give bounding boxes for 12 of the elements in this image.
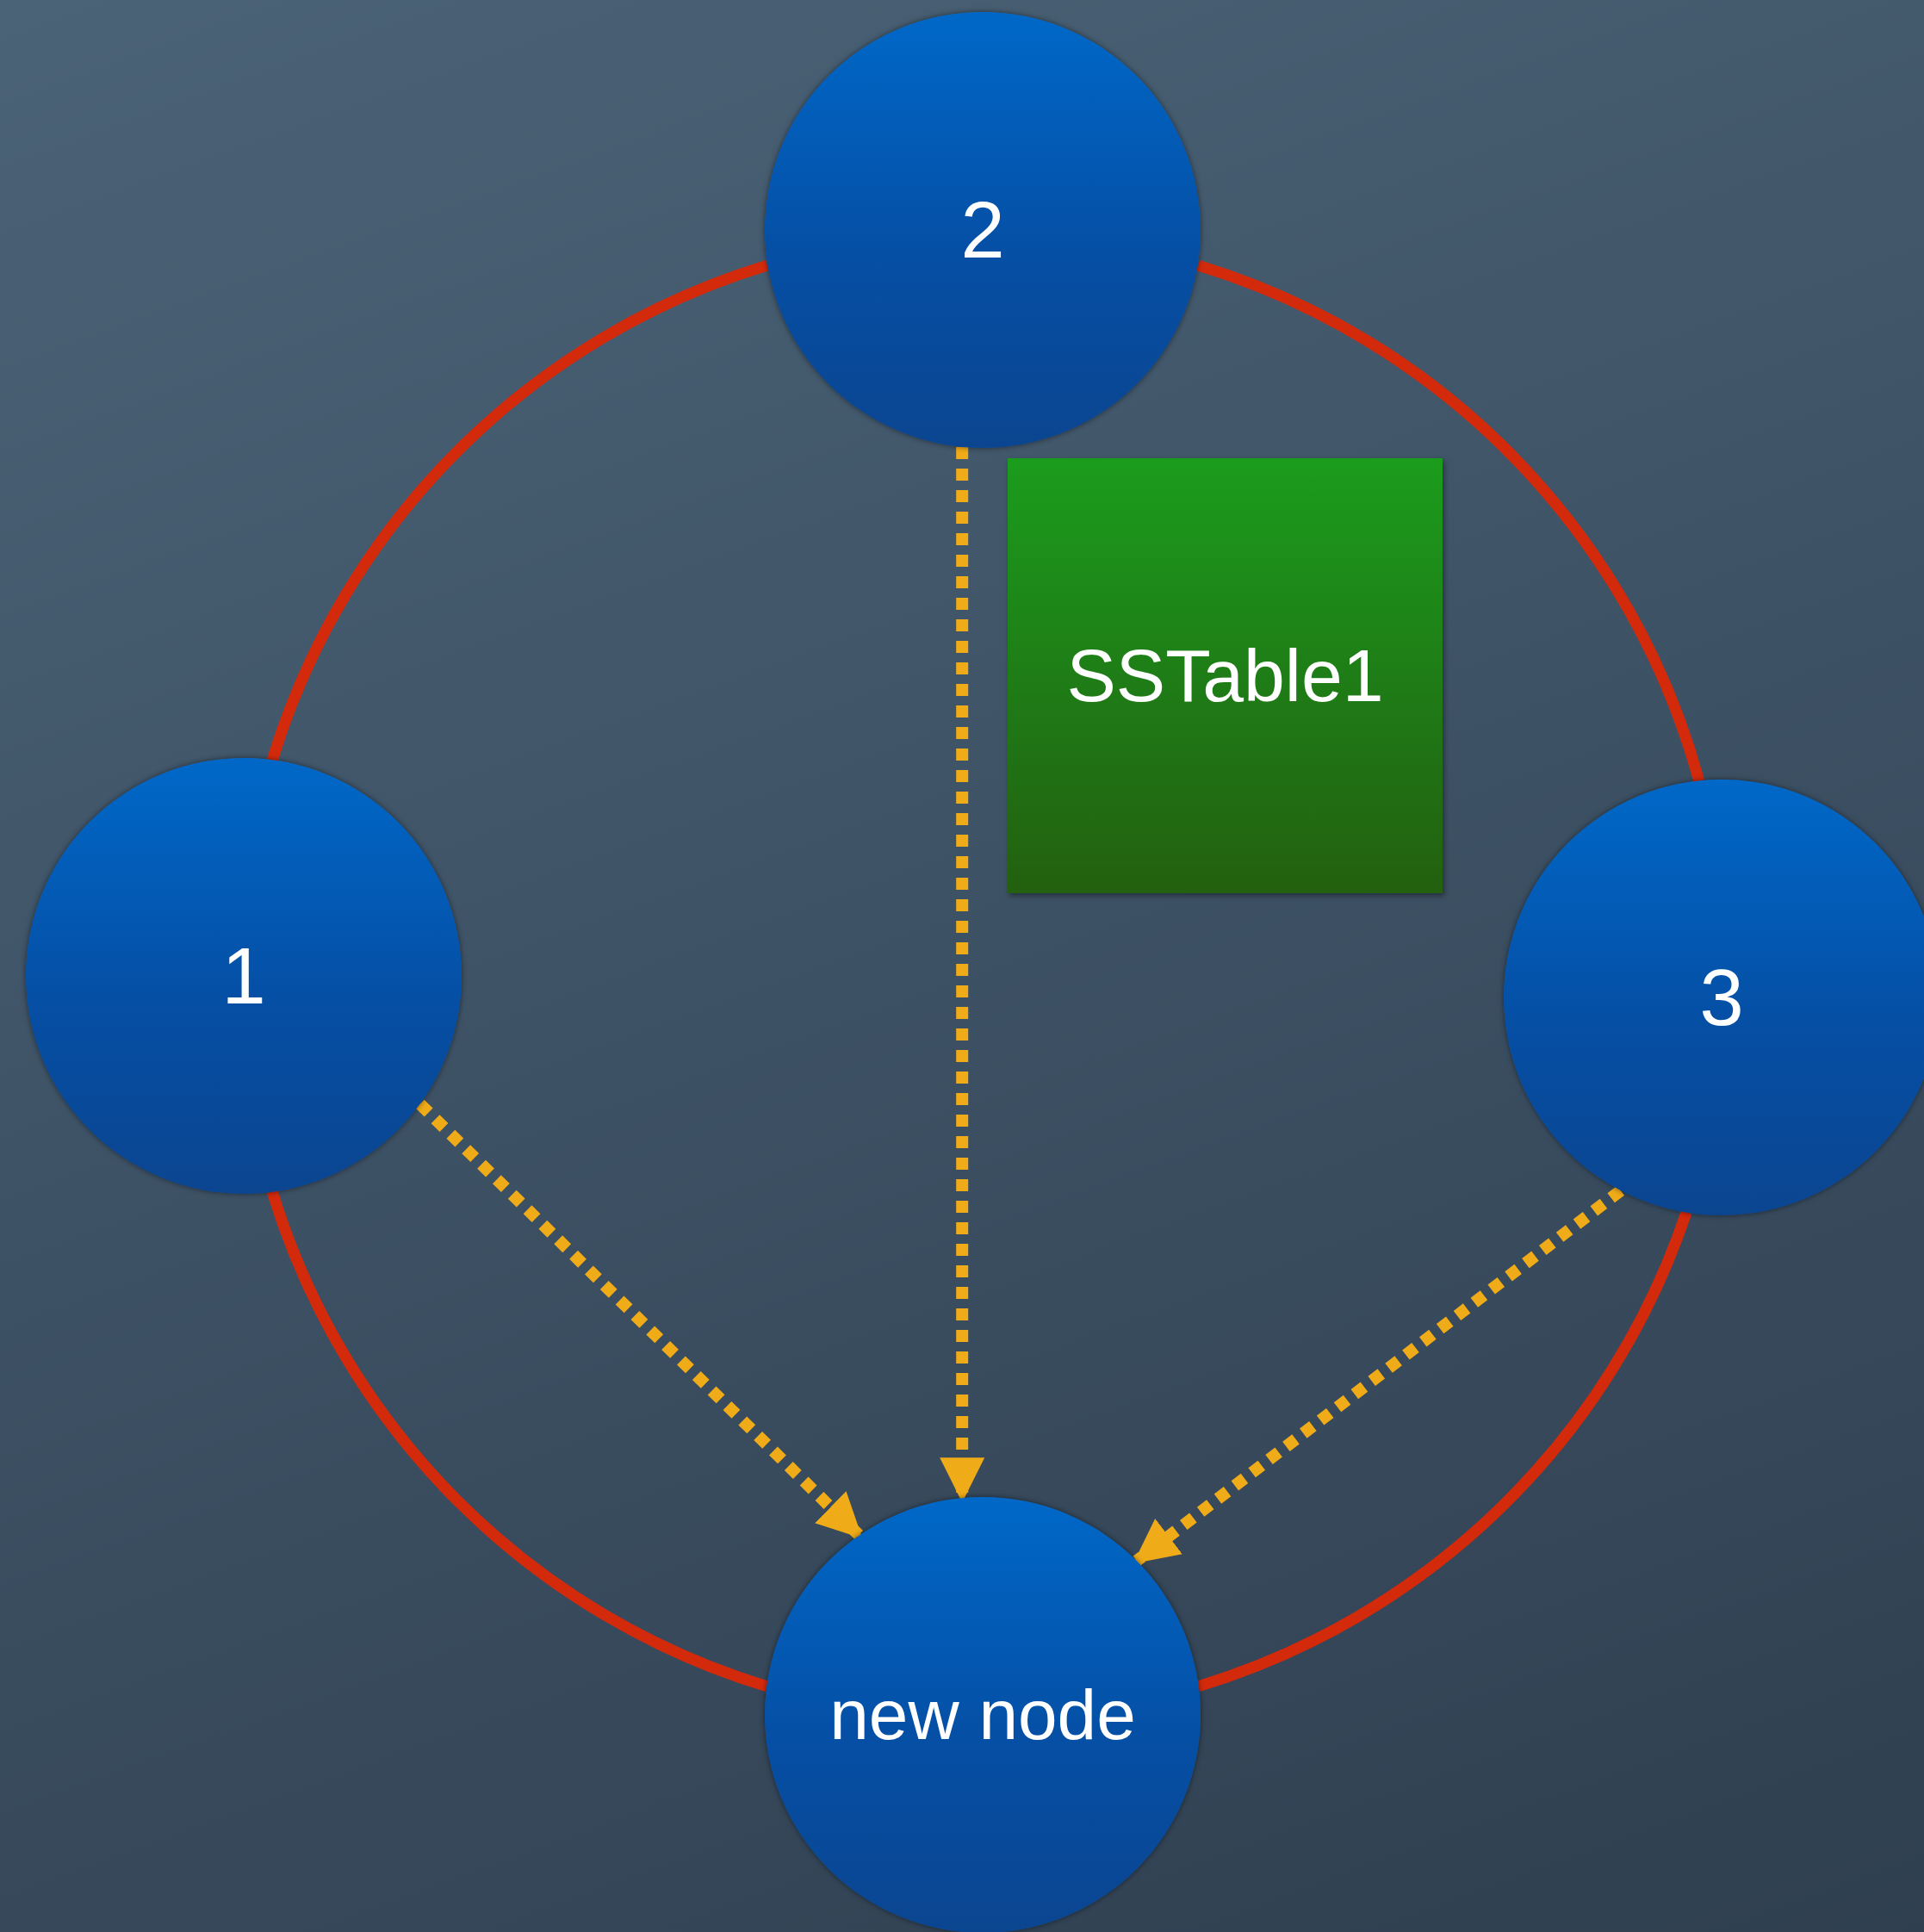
ring-arc (1196, 260, 1704, 783)
node-label: 2 (960, 184, 1005, 276)
node-label: new node (829, 1674, 1136, 1755)
ring-arc (267, 1190, 769, 1692)
node-label: 3 (1699, 952, 1744, 1043)
arrow (1133, 1185, 1625, 1566)
node-label: SSTable1 (1066, 633, 1384, 718)
node-label: 1 (221, 930, 266, 1022)
sstable-box (1008, 458, 1443, 893)
arrow (415, 1099, 864, 1540)
ring-arc (1196, 1209, 1692, 1692)
ring-arc (267, 260, 769, 762)
